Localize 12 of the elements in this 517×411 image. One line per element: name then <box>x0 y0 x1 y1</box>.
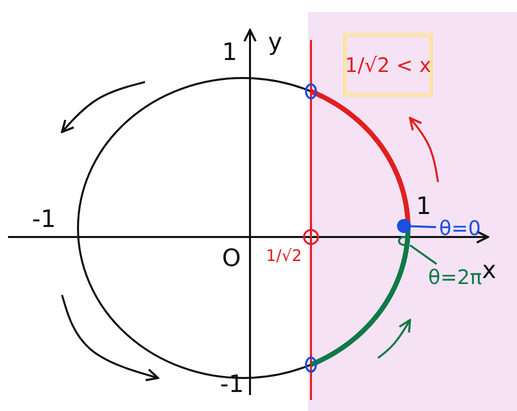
angle-label: θ=0 <box>436 214 484 242</box>
condition-box: 1/√2 < x <box>343 33 433 97</box>
leader-line <box>409 244 438 265</box>
axis-tick-label: 1 <box>416 194 432 218</box>
leader-line <box>410 225 436 228</box>
axis-label: x <box>482 258 496 282</box>
axis-tick-label: 1 <box>222 40 238 64</box>
origin-label: O <box>222 246 241 270</box>
point-marker <box>398 236 410 246</box>
axis-label: y <box>268 30 282 54</box>
axis-tick-label: -1 <box>32 207 56 231</box>
tick-label: 1/√2 <box>266 248 302 264</box>
